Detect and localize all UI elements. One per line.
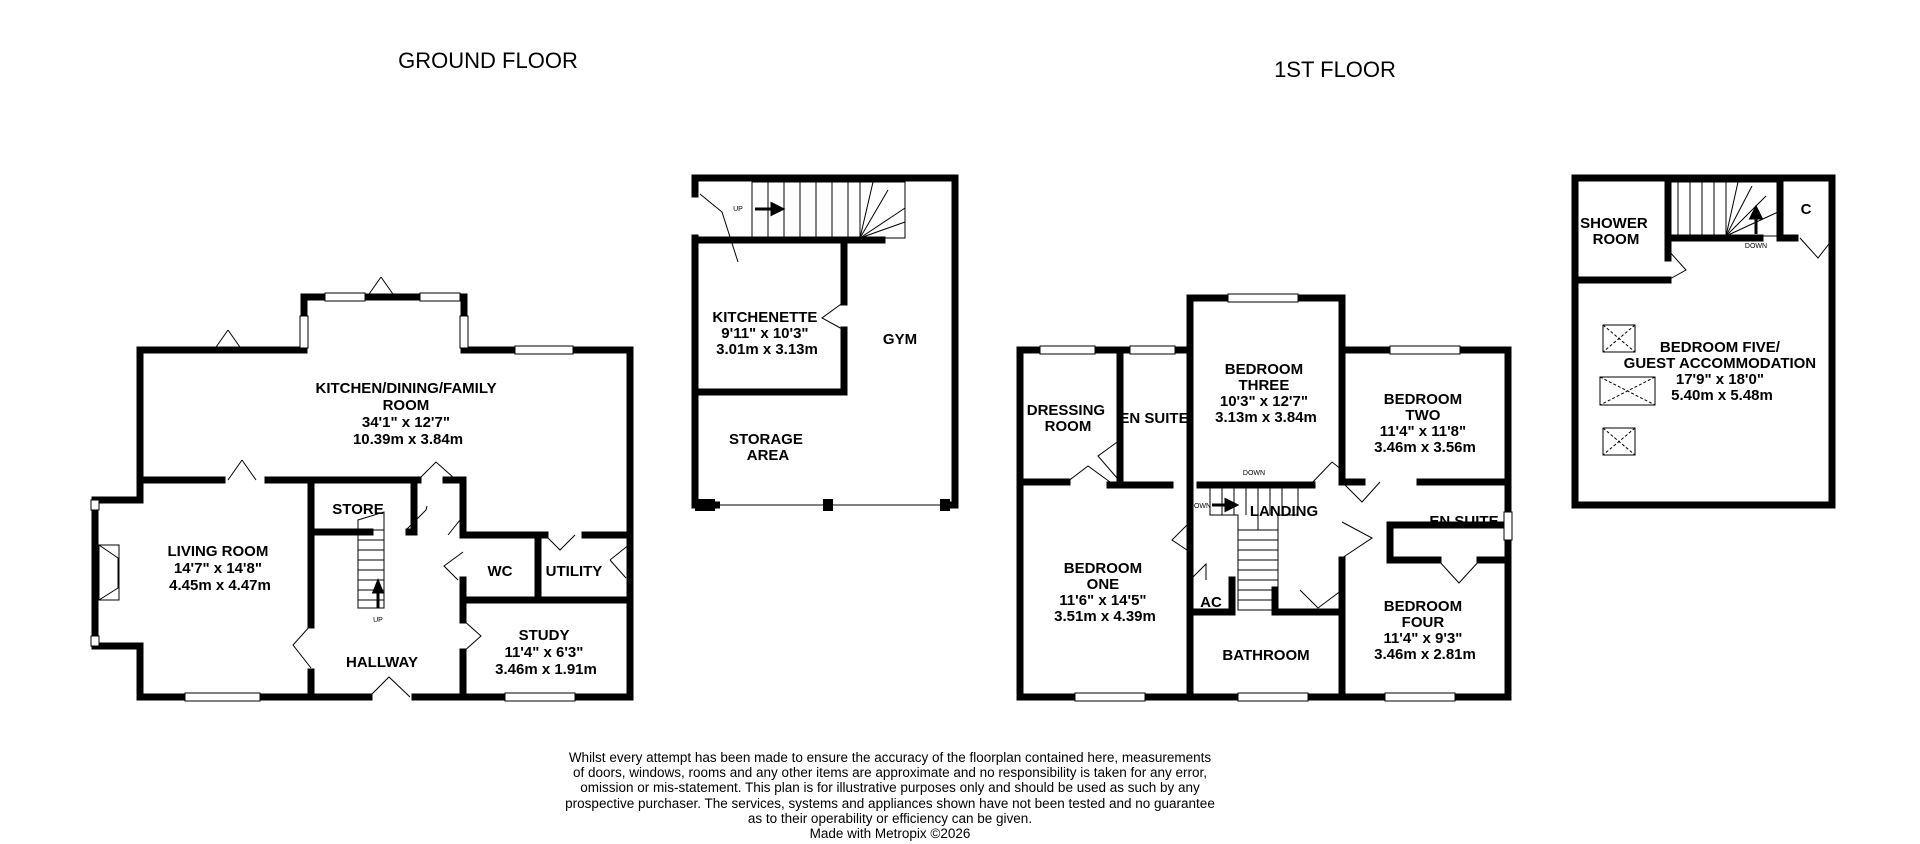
room-living-room: LIVING ROOM 14'7" x 14'8" 4.45m x 4.47m <box>167 543 272 594</box>
first-floor-plan: DOWN DOWN DRESSING ROOM EN SUITE BEDROOM… <box>1016 293 1513 702</box>
made-with-credit: Made with Metropix ©2026 <box>809 826 971 842</box>
disclaimer-line: omission or mis-statement. This plan is … <box>580 780 1200 796</box>
room-c: C <box>1801 201 1812 218</box>
first-stair-down-label-2: DOWN <box>1243 470 1265 477</box>
room-shower-room: SHOWER ROOM <box>1580 215 1652 248</box>
room-utility: UTILITY <box>546 563 603 580</box>
room-kitchenette: KITCHENETTE 9'11" x 10'3" 3.01m x 3.13m <box>712 309 821 358</box>
room-store: STORE <box>332 501 383 518</box>
disclaimer-line: Whilst every attempt has been made to en… <box>568 750 1212 765</box>
ground-stair-up-label: UP <box>373 617 383 624</box>
annex-plan: UP KITCHENETTE 9'11" x 10'3" 3.01m x 3.1… <box>691 174 959 511</box>
first-stair-down-label: DOWN <box>1189 503 1211 510</box>
room-ac: AC <box>1200 594 1222 611</box>
ground-floor-plan: UP KITCHEN/DINING/FAMILY ROOM 34'1" x 12… <box>90 276 634 702</box>
room-bedroom-four: BEDROOM FOUR 11'4" x 9'3" 3.46m x 2.81m <box>1374 598 1476 663</box>
room-bedroom-five: BEDROOM FIVE/ GUEST ACCOMMODATION 17'9" … <box>1624 339 1821 404</box>
disclaimer-line: as to their operability or efficiency ca… <box>747 810 1033 826</box>
disclaimer-line: prospective purchaser. The services, sys… <box>565 795 1215 811</box>
room-gym: GYM <box>883 331 917 348</box>
room-bedroom-three: BEDROOM THREE 10'3" x 12'7" 3.13m x 3.84… <box>1215 361 1317 426</box>
room-study: STUDY 11'4" x 6'3" 3.46m x 1.91m <box>495 627 597 678</box>
second-stair-down-label: DOWN <box>1745 243 1767 250</box>
room-landing: LANDING <box>1250 503 1318 520</box>
room-wc: WC <box>488 563 513 580</box>
room-en-suite-2: EN SUITE <box>1429 513 1498 530</box>
room-kitchen-dining-family: KITCHEN/DINING/FAMILY ROOM 34'1" x 12'7"… <box>315 380 500 448</box>
ground-floor-title: GROUND FLOOR <box>398 48 578 73</box>
skylight-icons <box>1599 324 1656 456</box>
first-floor-title: 1ST FLOOR <box>1274 57 1396 82</box>
room-storage-area: STORAGE AREA <box>729 431 807 464</box>
room-bedroom-two: BEDROOM TWO 11'4" x 11'8" 3.46m x 3.56m <box>1374 391 1476 456</box>
room-bathroom: BATHROOM <box>1222 647 1309 664</box>
room-bedroom-one: BEDROOM ONE 11'6" x 14'5" 3.51m x 4.39m <box>1054 560 1156 625</box>
room-en-suite-1: EN SUITE <box>1119 410 1188 427</box>
second-floor-plan: DOWN SHOWER ROOM C BEDROOM FIVE/ GUEST A… <box>1571 174 1836 509</box>
disclaimer-line: of doors, windows, rooms and any other i… <box>572 765 1208 781</box>
room-hallway: HALLWAY <box>346 654 418 671</box>
room-dressing-room: DRESSING ROOM <box>1027 402 1110 435</box>
disclaimer-text: Whilst every attempt has been made to en… <box>520 750 1260 841</box>
annex-stair-up-label: UP <box>733 206 743 213</box>
